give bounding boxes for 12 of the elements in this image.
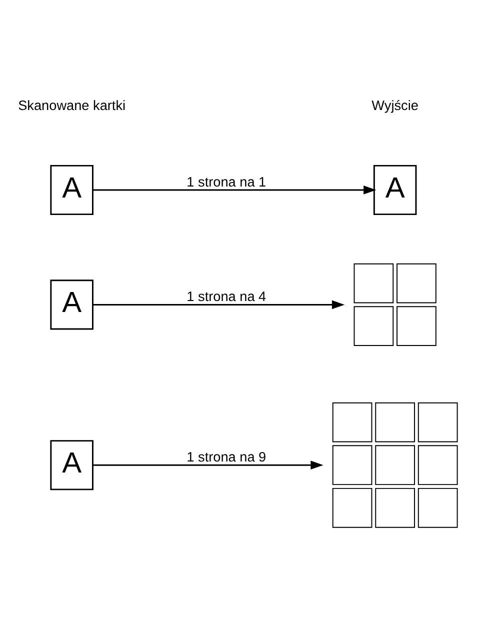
arrow xyxy=(92,185,376,194)
node-box: A xyxy=(50,440,94,490)
label: Skanowane kartki xyxy=(18,97,126,112)
node-box: A xyxy=(50,164,94,215)
edge-label: 1 strona na 4 xyxy=(186,288,266,304)
node-box: A xyxy=(373,164,417,215)
arrow xyxy=(92,300,345,309)
edge-label: 1 strona na 1 xyxy=(186,174,266,189)
arrow xyxy=(92,460,324,470)
node-box: A xyxy=(50,279,94,330)
edge-label: 1 strona na 9 xyxy=(186,448,266,464)
label: Wyjście xyxy=(372,97,418,112)
